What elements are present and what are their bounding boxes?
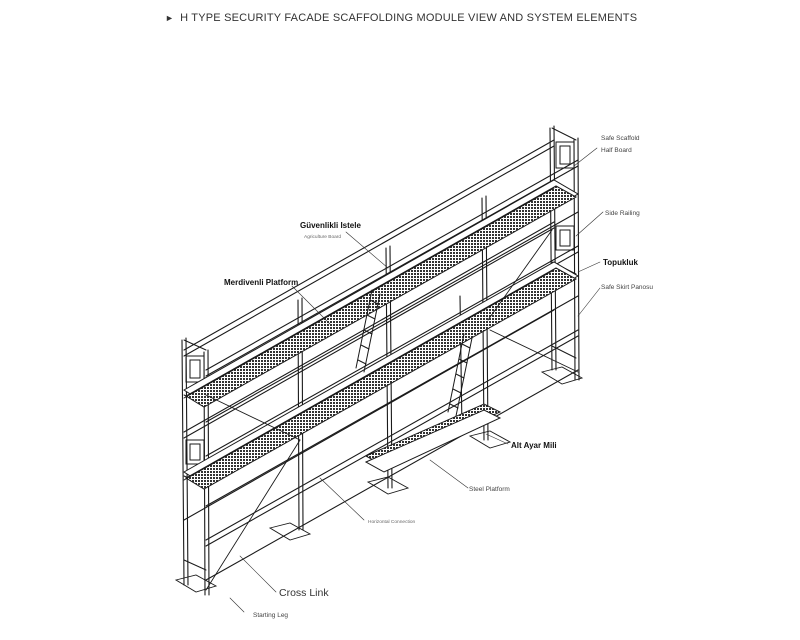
- cross-braces: [205, 229, 579, 591]
- ladder-upper: [355, 289, 381, 373]
- label-safe-scaffold: Safe Scaffold: [601, 135, 640, 142]
- label-topukluk: Topukluk: [603, 258, 639, 267]
- middle-deck: [183, 261, 580, 490]
- label-horizontal-connection: Horizontal Connection: [368, 519, 416, 525]
- label-cross-link: Cross Link: [279, 587, 329, 599]
- label-guvenlikli-istele: Güvenlikli Istele: [300, 221, 361, 230]
- title-marker-icon: ►: [165, 13, 175, 23]
- page-title: ► H TYPE SECURITY FACADE SCAFFOLDING MODU…: [165, 12, 637, 24]
- ladder-lower: [447, 333, 473, 417]
- label-steel-platform: Steel Platform: [469, 486, 510, 493]
- title-text: H TYPE SECURITY FACADE SCAFFOLDING MODUL…: [180, 12, 638, 24]
- upper-deck: [183, 179, 580, 408]
- base-plates: [174, 366, 584, 593]
- label-safe-skirt: Safe Skirt Panosu: [601, 284, 653, 291]
- label-half-board: Half Board: [601, 147, 632, 154]
- steel-platform-deck: [364, 403, 502, 473]
- label-side-railing: Side Railing: [605, 210, 640, 217]
- label-alt-ayar-mili: Alt Ayar Mili: [511, 441, 557, 450]
- label-starting-leg: Starting Leg: [253, 612, 288, 619]
- guard-rails: [183, 139, 579, 581]
- label-merdivenli-platform: Merdivenli Platform: [224, 278, 298, 287]
- label-agriculture-board: Agriculture Board: [304, 234, 341, 240]
- leader-lines: [229, 147, 604, 613]
